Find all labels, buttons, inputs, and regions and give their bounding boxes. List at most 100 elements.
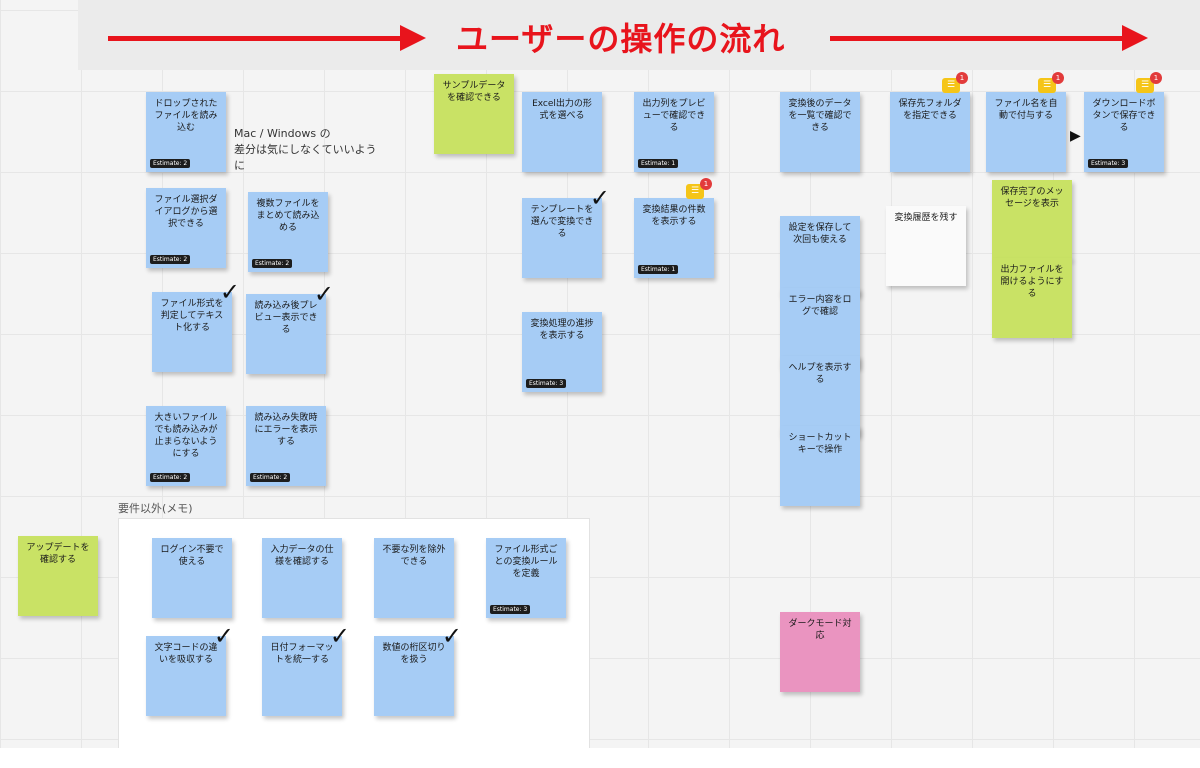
sticky-note[interactable]: ファイル選択ダイアログから選択できる Estimate: 2: [146, 188, 226, 268]
estimate-tag: Estimate: 2: [150, 473, 191, 482]
check-icon: ✓: [313, 280, 334, 308]
comment-count-badge: 1: [700, 178, 712, 190]
sticky-note-text: 数値の桁区切りを扱う: [382, 643, 446, 665]
flow-title: ユーザーの操作の流れ: [456, 20, 786, 58]
sticky-note-text: ファイル名を自動で付与する: [994, 99, 1058, 121]
sticky-note[interactable]: 文字コードの違いを吸収する✓: [146, 622, 234, 716]
sticky-note[interactable]: 設定を保存して次回も使える: [780, 216, 860, 296]
sticky-note[interactable]: 保存完了のメッセージを表示: [992, 180, 1072, 260]
sticky-note-text: ダークモード対応: [788, 619, 852, 641]
sticky-note-text: エラー内容をログで確認: [788, 295, 852, 317]
sticky-note-text: 変換後のデータを一覧で確認できる: [788, 99, 852, 133]
sticky-note-text: ファイル選択ダイアログから選択できる: [154, 195, 218, 229]
flow-arrow-right-head: [1122, 25, 1148, 51]
estimate-tag: Estimate: 1: [638, 159, 679, 168]
estimate-tag: Estimate: 3: [1088, 159, 1129, 168]
sticky-note[interactable]: 変換処理の進捗を表示する Estimate: 3: [522, 312, 602, 392]
sticky-note[interactable]: ダウンロードボタンで保存できる Estimate: 3 ☰1: [1084, 72, 1164, 172]
sticky-note-text: 文字コードの違いを吸収する: [154, 643, 218, 665]
sticky-note-text: ファイル形式ごとの変換ルールを定義: [494, 545, 558, 579]
sticky-note[interactable]: 変換後のデータを一覧で確認できる: [780, 92, 860, 172]
sticky-note-text: 入力データの仕様を確認する: [270, 545, 334, 567]
sticky-note-text: 保存先フォルダを指定できる: [898, 99, 962, 121]
sticky-note-text: ドロップされたファイルを読み込む: [154, 99, 218, 133]
comment-count-badge: 1: [956, 72, 968, 84]
sticky-note[interactable]: 数値の桁区切りを扱う✓: [374, 622, 462, 716]
sticky-note-text: 変換履歴を残す: [894, 213, 958, 223]
sticky-note-text: 読み込み後プレビュー表示できる: [254, 301, 318, 335]
estimate-tag: Estimate: 1: [638, 265, 679, 274]
frame-title: 要件以外(メモ): [118, 502, 193, 515]
sticky-note-text: 変換結果の件数を表示する: [642, 205, 706, 227]
arrow-right-icon: ▶: [1070, 128, 1081, 144]
header-band: [78, 0, 1200, 70]
sticky-note[interactable]: ダークモード対応: [780, 612, 860, 692]
sticky-note-text: アップデートを確認する: [26, 543, 90, 565]
check-icon: ✓: [329, 622, 350, 650]
sticky-note-text: 変換処理の進捗を表示する: [530, 319, 594, 341]
sticky-note-text: 複数ファイルをまとめて読み込める: [256, 199, 320, 233]
comment-icon[interactable]: ☰1: [686, 178, 712, 199]
sticky-note-text: 設定を保存して次回も使える: [788, 223, 852, 245]
sticky-note-text: サンプルデータを確認できる: [442, 81, 506, 103]
estimate-tag: Estimate: 2: [150, 255, 191, 264]
estimate-tag: Estimate: 2: [252, 259, 293, 268]
sticky-note-text: 出力ファイルを開けるようにする: [1000, 265, 1064, 299]
sticky-note-text: テンプレートを選んで変換できる: [530, 205, 594, 239]
sticky-note[interactable]: 変換結果の件数を表示する Estimate: 1 ☰1: [634, 178, 714, 278]
platform-note: Mac / Windows の 差分は気にしなくていいように: [234, 127, 377, 172]
sticky-note-text: 大きいファイルでも読み込みが止まらないようにする: [154, 413, 218, 459]
sticky-note[interactable]: 出力列をプレビューで確認できる Estimate: 1: [634, 92, 714, 172]
sticky-note[interactable]: 複数ファイルをまとめて読み込める Estimate: 2: [248, 192, 328, 272]
sticky-note[interactable]: 読み込み失敗時にエラーを表示する Estimate: 2: [246, 406, 326, 486]
sticky-note[interactable]: 出力ファイルを開けるようにする: [992, 258, 1072, 338]
flow-arrow-left-line: [108, 36, 408, 41]
sticky-note-text: ログイン不要で使える: [160, 545, 224, 567]
sticky-note-text: 出力列をプレビューで確認できる: [642, 99, 706, 133]
sticky-note[interactable]: アップデートを確認する: [18, 536, 98, 616]
sticky-note-text: ファイル形式を判定してテキスト化する: [160, 299, 224, 333]
flow-arrow-left-head: [400, 25, 426, 51]
estimate-tag: Estimate: 2: [150, 159, 191, 168]
check-icon: ✓: [441, 622, 462, 650]
comment-icon[interactable]: ☰1: [1038, 72, 1064, 93]
estimate-tag: Estimate: 3: [526, 379, 567, 388]
sticky-note[interactable]: ファイル形式ごとの変換ルールを定義 Estimate: 3: [486, 538, 566, 618]
sticky-note[interactable]: ファイル形式を判定してテキスト化する✓: [152, 278, 240, 372]
sticky-note[interactable]: 大きいファイルでも読み込みが止まらないようにする Estimate: 2: [146, 406, 226, 486]
sticky-note[interactable]: Excel出力の形式を選べる: [522, 92, 602, 172]
sticky-note[interactable]: ログイン不要で使える: [152, 538, 232, 618]
check-icon: ✓: [213, 622, 234, 650]
sticky-note-text: ショートカットキーで操作: [788, 433, 852, 455]
sticky-note-text: Excel出力の形式を選べる: [532, 99, 592, 121]
sticky-note[interactable]: 読み込み後プレビュー表示できる✓: [246, 280, 334, 374]
sticky-note[interactable]: サンプルデータを確認できる: [434, 74, 514, 154]
sticky-note-text: 不要な列を除外できる: [382, 545, 446, 567]
sticky-note-text: 読み込み失敗時にエラーを表示する: [254, 413, 318, 447]
check-icon: ✓: [589, 184, 610, 212]
sticky-note[interactable]: 保存先フォルダを指定できる ☰1: [890, 72, 970, 172]
sticky-note[interactable]: 入力データの仕様を確認する: [262, 538, 342, 618]
flow-arrow-right-line: [830, 36, 1125, 41]
estimate-tag: Estimate: 3: [490, 605, 531, 614]
bottom-bar: [0, 748, 1200, 768]
sticky-note[interactable]: ショートカットキーで操作: [780, 426, 860, 506]
comment-count-badge: 1: [1052, 72, 1064, 84]
comment-icon[interactable]: ☰1: [942, 72, 968, 93]
check-icon: ✓: [219, 278, 240, 306]
sticky-note-text: ヘルプを表示する: [788, 363, 852, 385]
sticky-note[interactable]: 変換履歴を残す: [886, 206, 966, 286]
estimate-tag: Estimate: 2: [250, 473, 291, 482]
sticky-note[interactable]: エラー内容をログで確認: [780, 288, 860, 368]
sticky-note-text: 日付フォーマットを統一する: [270, 643, 334, 665]
sticky-note[interactable]: ヘルプを表示する: [780, 356, 860, 436]
sticky-note[interactable]: 不要な列を除外できる: [374, 538, 454, 618]
sticky-note[interactable]: ドロップされたファイルを読み込む Estimate: 2: [146, 92, 226, 172]
sticky-note[interactable]: ファイル名を自動で付与する ☰1: [986, 72, 1066, 172]
sticky-note[interactable]: テンプレートを選んで変換できる✓: [522, 184, 610, 278]
comment-icon[interactable]: ☰1: [1136, 72, 1162, 93]
comment-count-badge: 1: [1150, 72, 1162, 84]
sticky-note-text: 保存完了のメッセージを表示: [1000, 187, 1064, 209]
sticky-note-text: ダウンロードボタンで保存できる: [1092, 99, 1156, 133]
sticky-note[interactable]: 日付フォーマットを統一する✓: [262, 622, 350, 716]
